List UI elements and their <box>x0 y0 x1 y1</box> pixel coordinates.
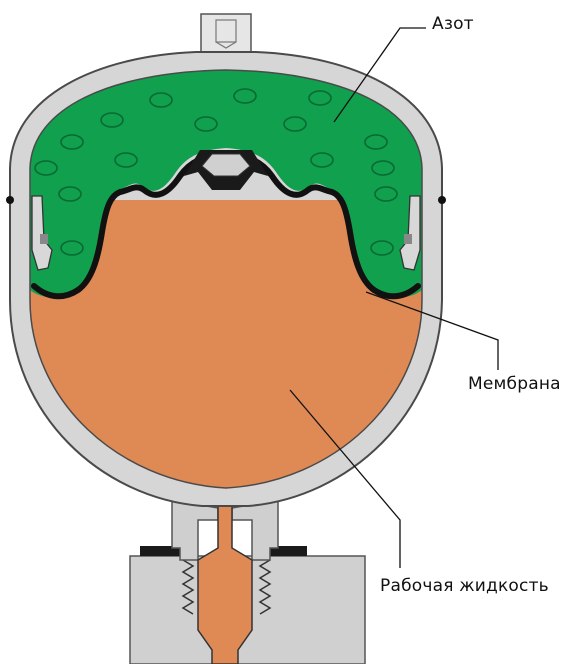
label-membrane: Мембрана <box>468 374 561 394</box>
gas-valve <box>201 14 251 56</box>
seam-dot-left <box>6 196 14 204</box>
label-working-fluid: Рабочая жидкость <box>380 576 549 596</box>
label-nitrogen: Азот <box>432 14 474 34</box>
seam-dot-right <box>438 196 446 204</box>
